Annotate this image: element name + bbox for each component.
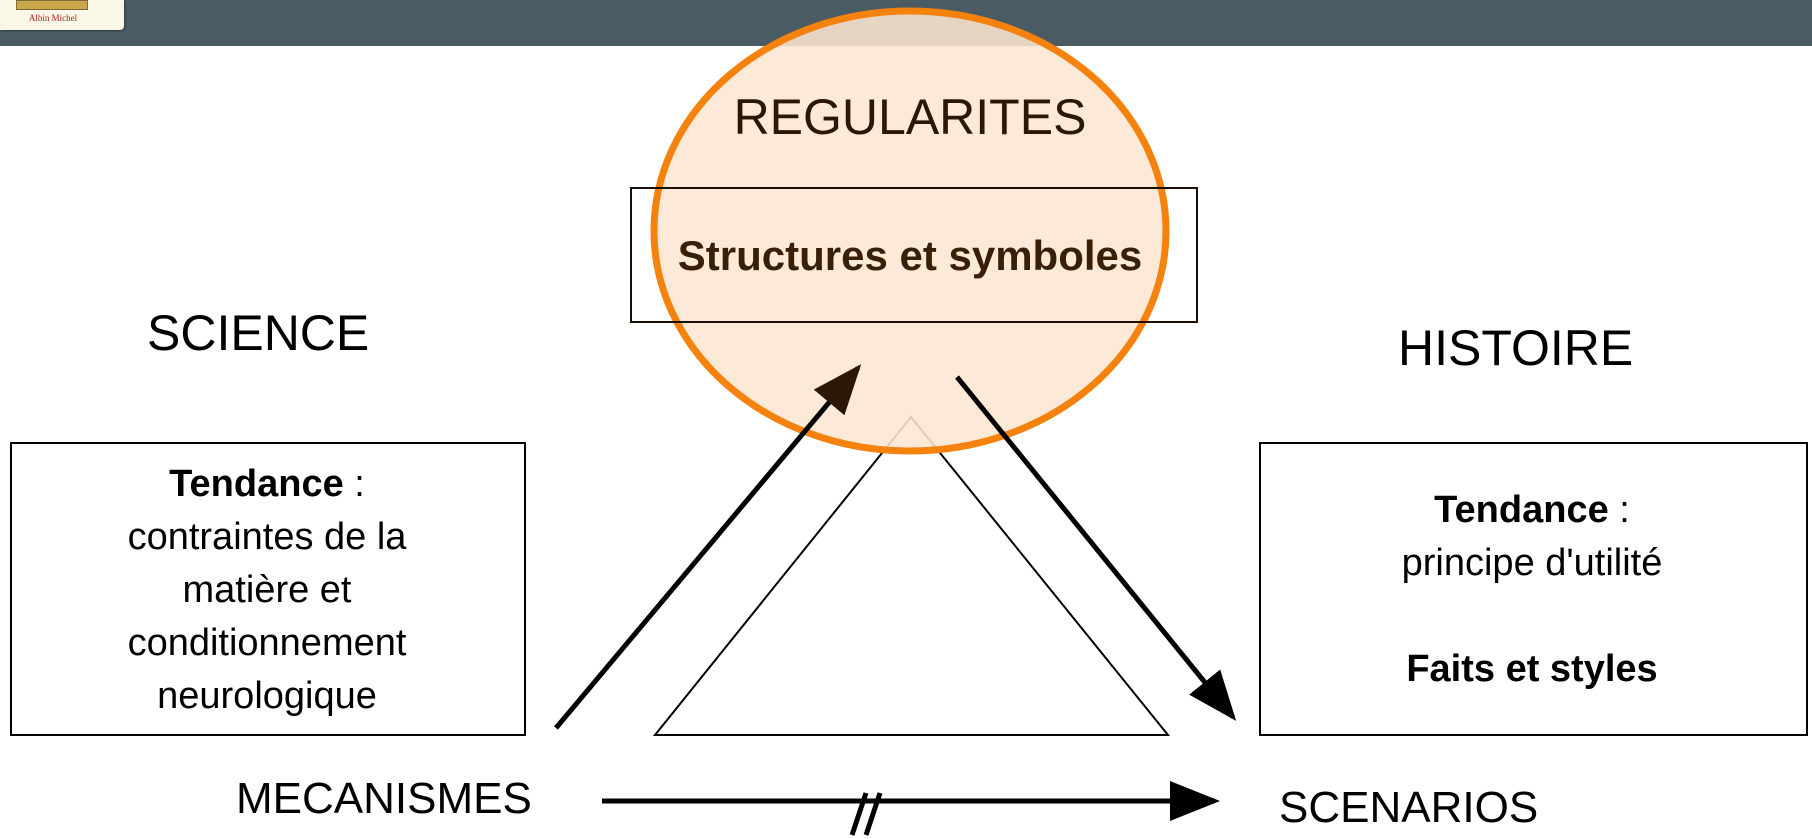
book-cover-thumbnail: Albin Michel [0,0,124,30]
histoire-tendance-heading: Tendance : [1260,484,1804,537]
structures-et-symboles-label: Structures et symboles [677,232,1143,279]
mecanismes-to-regularites-arrow [554,364,862,730]
histoire-tendance-line: principe d'utilité [1401,542,1663,584]
science-tendance-keyword: Tendance [169,463,344,505]
mecanismes-label: MECANISMES [236,774,532,823]
science-tendance-colon: : [343,463,365,505]
science-tendance-line: conditionnement [127,622,407,664]
structures-box-outline [630,187,1198,323]
regularites-ellipse [650,7,1170,455]
science-tendance-box [10,442,526,736]
book-publisher-text: Albin Michel [28,13,78,23]
histoire-tendance-spacer [1260,590,1804,643]
histoire-tendance-text: Tendance : principe d'utilité Faits et s… [1260,484,1804,696]
science-tendance-line: contraintes de la [127,516,407,558]
science-tendance-heading: Tendance : [11,458,523,511]
histoire-tendance-keyword: Tendance [1434,489,1609,531]
not-equal-mark [849,792,883,836]
book-cover-art [16,0,88,10]
science-label: SCIENCE [147,305,370,361]
regularites-to-scenarios-arrow [955,375,1237,721]
central-triangle [652,415,1171,736]
histoire-tendance-colon: : [1608,489,1630,531]
histoire-label: HISTOIRE [1398,320,1634,376]
science-tendance-line: neurologique [157,675,377,717]
regularites-label: REGULARITES [733,89,1087,145]
scenarios-label: SCENARIOS [1279,783,1539,832]
faits-et-styles-label: Faits et styles [1406,648,1658,690]
histoire-tendance-box [1259,442,1808,736]
science-tendance-line: matière et [182,569,352,611]
science-tendance-text: Tendance : contraintes de la matière et … [11,458,523,723]
